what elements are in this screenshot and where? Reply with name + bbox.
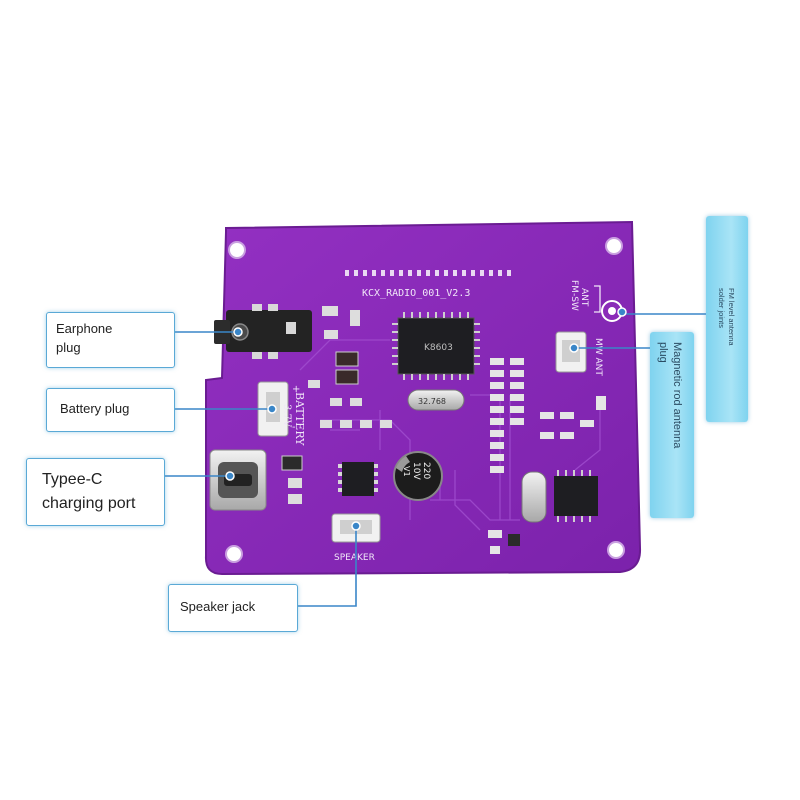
leader-dot: [617, 307, 627, 317]
callout-earphone-plug: Earphone plug: [46, 312, 175, 368]
mw-silk: MW ANT: [593, 338, 603, 376]
leader-speaker: [298, 526, 357, 607]
board-title-silk: KCX_RADIO_001_V2.3: [362, 288, 470, 299]
radio-chip: K8603: [392, 312, 480, 380]
chip-label: K8603: [424, 343, 453, 353]
crystal-label: 32.768: [418, 397, 446, 406]
mount-hole: [607, 541, 625, 559]
bottom-smd-parts: [488, 530, 520, 554]
leader-dot: [267, 404, 277, 414]
callout-text: Battery plug: [60, 401, 130, 416]
callout-text: Magnetic rod antenna: [671, 342, 683, 449]
mount-hole: [228, 241, 246, 259]
fm-sw-silk-1: FM-SW: [569, 280, 579, 311]
battery-silk-line2: 3.7V: [281, 404, 292, 428]
leader-dot: [233, 327, 243, 337]
crystal-oscillator: 32.768: [407, 389, 465, 411]
header-pin-row: [345, 270, 511, 276]
callout-typec-port: Typee-C charging port: [26, 458, 165, 526]
battery-minus: -: [292, 422, 296, 433]
amplifier-chip: [338, 462, 378, 496]
capacitor-label-2: 10V: [411, 462, 421, 480]
battery-plus: +: [292, 384, 300, 395]
microcontroller-chip: [554, 470, 598, 522]
callout-text: charging port: [42, 495, 136, 512]
speaker-silk: SPEAKER: [334, 553, 375, 563]
callout-speaker-jack: Speaker jack: [168, 584, 298, 632]
callout-battery-plug: Battery plug: [46, 388, 175, 432]
callout-text: FM level antenna: [727, 288, 736, 346]
battery-silk-line1: BATTERY: [293, 392, 306, 446]
capacitor-label-3: V1: [402, 466, 411, 477]
callout-fm-antenna: FM level antenna solder joints: [706, 216, 748, 422]
leader-dot: [569, 343, 579, 353]
resistor-column: [490, 358, 606, 473]
callout-text: Speaker jack: [180, 599, 256, 614]
callout-text: Earphone: [56, 321, 113, 336]
usb-c-port: [209, 449, 303, 511]
fm-solder-pad-hole: [608, 307, 616, 315]
mount-hole: [225, 545, 243, 563]
second-crystal: [521, 471, 547, 523]
callout-text: plug: [657, 342, 669, 363]
mw-antenna-connector: [555, 331, 587, 373]
capacitor-label-1: 220: [421, 462, 431, 479]
callout-magnetic-rod-plug: Magnetic rod antenna plug: [650, 332, 694, 518]
fm-sw-silk-2: ANT: [579, 288, 589, 307]
callout-text: Typee-C: [42, 471, 103, 488]
mount-hole: [605, 237, 623, 255]
leader-dot: [225, 471, 235, 481]
passive-components: [308, 306, 392, 428]
leader-lines: [165, 313, 706, 607]
leader-dot: [351, 521, 361, 531]
electrolytic-capacitor: 220 10V V1: [393, 451, 443, 501]
fm-pad-outline: [594, 285, 601, 313]
callout-text: plug: [56, 340, 81, 355]
callout-text: solder joints: [717, 288, 726, 329]
earphone-jack: [214, 304, 312, 359]
